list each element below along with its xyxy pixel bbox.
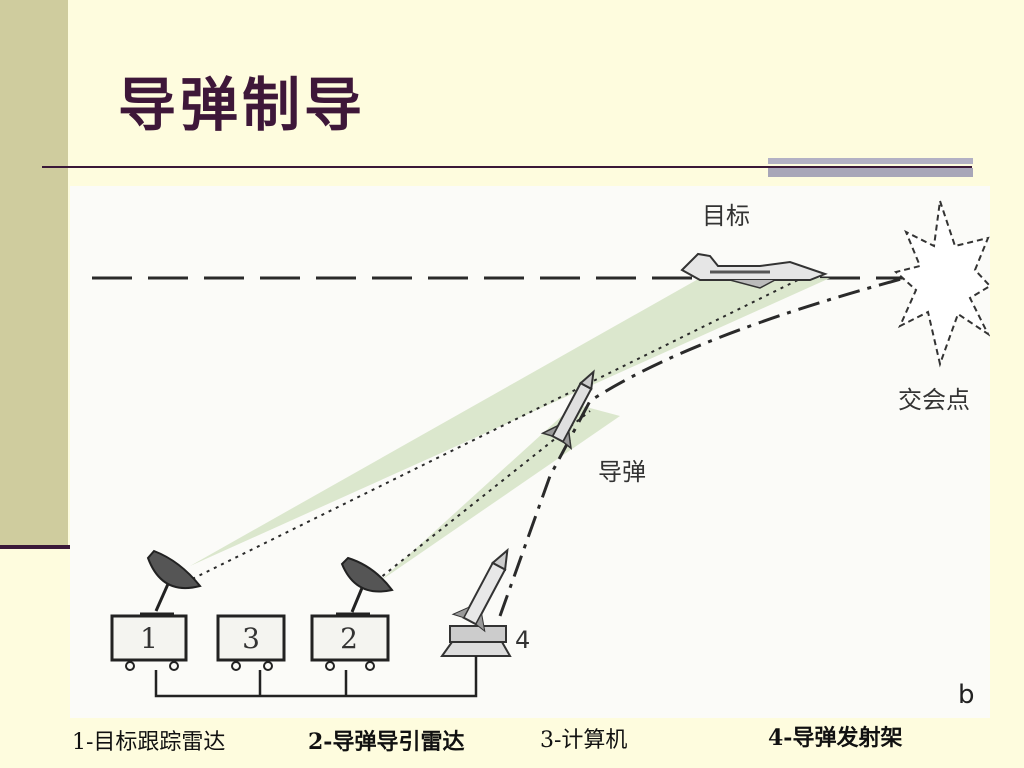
diagram-graphics — [92, 200, 990, 698]
legend-item-tracking-radar: 1-目标跟踪雷达 — [72, 730, 226, 755]
unit-box-2 — [310, 614, 390, 662]
unit-box-1 — [110, 614, 188, 662]
unit-connectors — [125, 661, 375, 671]
legend-item-computer: 3-计算机 — [540, 728, 628, 753]
tracking-line — [177, 273, 811, 587]
left-decor-bar — [0, 0, 68, 548]
guidance-radar-dish-icon — [336, 556, 394, 616]
slide-title: 导弹制导 — [118, 71, 367, 139]
label-target: 目标 — [702, 202, 750, 230]
title-rule — [42, 166, 972, 168]
guidance-line — [369, 410, 591, 587]
guidance-diagram: 目标 导弹 交会点 b 4 1 3 2 — [70, 186, 990, 718]
label-missile: 导弹 — [598, 458, 646, 486]
missile-trajectory — [498, 276, 906, 617]
unit-number-1: 1 — [140, 622, 158, 655]
launcher-icon — [440, 547, 512, 657]
tracking-radar-dish-icon — [140, 549, 202, 616]
left-decor-underline — [0, 545, 70, 549]
guidance-radar-beam — [380, 404, 620, 581]
unit-number-2: 2 — [340, 622, 358, 655]
wiring — [154, 656, 478, 698]
legend-item-guidance-radar: 2-导弹导引雷达 — [308, 729, 465, 755]
explosion-icon — [893, 200, 990, 368]
unit-number-3: 3 — [242, 622, 260, 655]
label-panel-letter: b — [958, 680, 975, 710]
legend-item-launcher: 4-导弹发射架 — [768, 725, 903, 751]
unit-box-3 — [216, 614, 286, 662]
title-rule-accent — [768, 158, 973, 178]
aircraft-icon — [680, 252, 828, 289]
label-intercept-point: 交会点 — [898, 386, 970, 414]
label-launcher-number: 4 — [515, 626, 531, 654]
missile-in-flight-icon — [540, 369, 595, 451]
